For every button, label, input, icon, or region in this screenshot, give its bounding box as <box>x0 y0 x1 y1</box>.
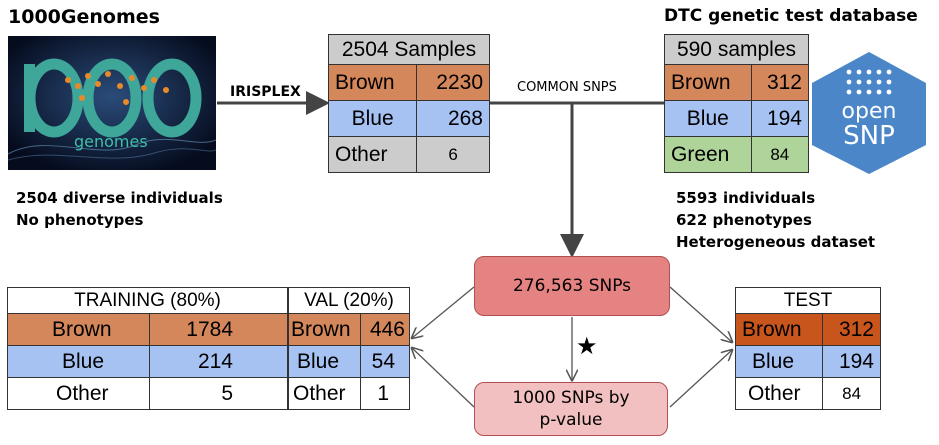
row-value: 6 <box>416 136 490 173</box>
table-row: Blue 194 <box>664 100 810 137</box>
row-label: Green <box>664 136 752 173</box>
row-label: Brown <box>288 313 361 346</box>
table-row: Brown 1784 <box>7 313 289 346</box>
note-no-phenotypes: No phenotypes <box>16 211 144 229</box>
table-row: Blue 194 <box>734 345 881 378</box>
row-label: Brown <box>327 64 418 101</box>
table-row: Other 1 <box>288 377 411 410</box>
row-label: Blue <box>7 345 150 378</box>
filtered-snps-line2: p-value <box>539 410 603 430</box>
table-row: Brown 2230 <box>327 64 490 101</box>
row-label: Other <box>327 136 418 173</box>
left-source-note: 2504 diverse individuals No phenotypes <box>16 187 223 231</box>
row-value: 5 <box>148 377 289 410</box>
samples-opensnp-header: 590 samples <box>664 34 809 65</box>
row-label: Other <box>734 377 824 410</box>
note-individuals: 5593 individuals <box>676 189 816 207</box>
samples-1000g-header: 2504 Samples <box>328 34 490 65</box>
globe-map-icon <box>8 36 216 170</box>
opensnp-logo: open SNP <box>810 50 928 176</box>
training-table: TRAINING (80%) Brown 1784 Blue 214 Other… <box>7 287 289 410</box>
row-value: 446 <box>359 313 411 346</box>
all-snps-box: 276,563 SNPs <box>474 256 670 316</box>
filtered-to-test-arrow <box>669 350 732 408</box>
table-row: Other 84 <box>734 377 881 410</box>
row-value: 194 <box>822 345 881 378</box>
row-label: Blue <box>288 345 361 378</box>
row-value: 214 <box>148 345 289 378</box>
row-label: Brown <box>7 313 150 346</box>
snps-to-test-arrow <box>669 286 732 342</box>
hexagon-icon <box>812 52 926 174</box>
row-value: 312 <box>750 64 810 101</box>
row-label: Other <box>288 377 361 410</box>
row-value: 84 <box>750 136 810 173</box>
opensnp-logo-snp: SNP <box>843 121 895 151</box>
row-value: 84 <box>822 377 881 410</box>
common-snps-label: COMMON SNPS <box>517 80 617 95</box>
filtered-snps-box: 1000 SNPs by p-value <box>474 382 668 436</box>
filtered-snps-line1: 1000 SNPs by <box>512 388 630 408</box>
table-row: Brown 446 <box>288 313 411 346</box>
note-diverse-individuals: 2504 diverse individuals <box>16 189 223 207</box>
validation-table: VAL (20%) Brown 446 Blue 54 Other 1 <box>288 287 411 410</box>
samples-1000g-table: 2504 Samples Brown 2230 Blue 268 Other 6 <box>327 34 490 173</box>
filtered-to-val-arrow <box>412 348 475 408</box>
note-heterogeneous: Heterogeneous dataset <box>676 233 876 251</box>
table-row: Brown 312 <box>734 313 881 346</box>
table-row: Other 5 <box>7 377 289 410</box>
source-1000genomes-title: 1000Genomes <box>8 6 160 28</box>
source-opensnp-title: DTC genetic test database <box>664 6 918 26</box>
1000genomes-logo: genomes <box>8 36 216 170</box>
training-header: TRAINING (80%) <box>7 287 288 314</box>
row-label: Other <box>7 377 150 410</box>
row-value: 1 <box>359 377 411 410</box>
test-table: TEST Brown 312 Blue 194 Other 84 <box>734 287 881 410</box>
row-value: 2230 <box>416 64 490 101</box>
table-row: Blue 214 <box>7 345 289 378</box>
table-row: Green 84 <box>664 136 810 173</box>
table-row: Blue 268 <box>327 100 490 137</box>
row-label: Blue <box>664 100 752 137</box>
row-value: 1784 <box>148 313 289 346</box>
row-value: 268 <box>416 100 490 137</box>
row-value: 194 <box>750 100 810 137</box>
validation-header: VAL (20%) <box>288 287 410 314</box>
row-label: Blue <box>327 100 418 137</box>
table-row: Brown 312 <box>664 64 810 101</box>
note-phenotypes: 622 phenotypes <box>676 211 812 229</box>
row-label: Brown <box>664 64 752 101</box>
star-icon: ★ <box>576 332 598 360</box>
opensnp-logo-open: open <box>841 99 897 124</box>
row-value: 312 <box>822 313 881 346</box>
test-header: TEST <box>735 287 881 314</box>
right-source-note: 5593 individuals 622 phenotypes Heteroge… <box>676 187 875 253</box>
table-row: Other 6 <box>327 136 490 173</box>
1000genomes-logo-text: genomes <box>74 132 148 151</box>
irisplex-label: IRISPLEX <box>230 84 301 100</box>
snps-to-val-arrow <box>412 286 475 338</box>
table-row: Blue 54 <box>288 345 411 378</box>
samples-opensnp-table: 590 samples Brown 312 Blue 194 Green 84 <box>664 34 810 173</box>
row-label: Brown <box>734 313 824 346</box>
row-label: Blue <box>734 345 824 378</box>
row-value: 54 <box>359 345 411 378</box>
